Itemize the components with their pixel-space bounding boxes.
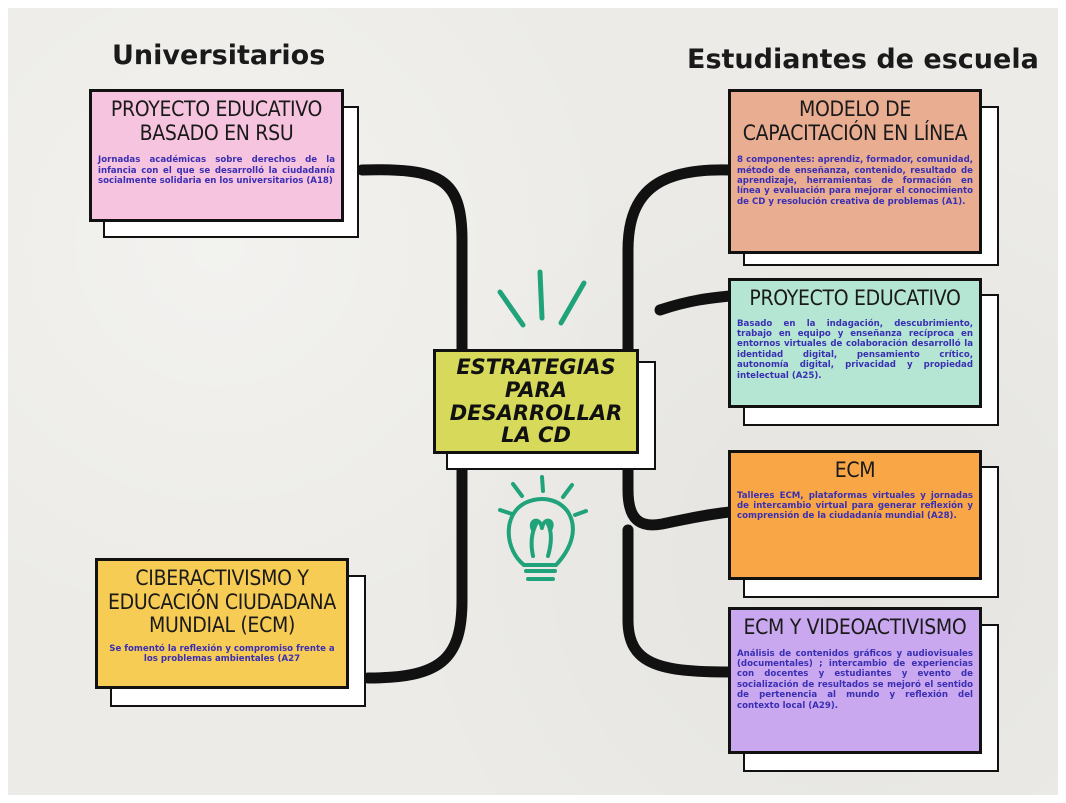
heading-universitarios: Universitarios	[112, 40, 326, 71]
center-title: ESTRATEGIAS PARA DESARROLLAR LA CD	[449, 355, 623, 448]
connector-modelo	[622, 164, 736, 358]
card-body: Basado en la indagación, descubrimiento,…	[737, 318, 973, 381]
connector-proyecto	[654, 290, 736, 316]
card-title: PROYECTO EDUCATIVO	[749, 286, 961, 310]
connector-rsu	[356, 164, 468, 356]
center-topic: ESTRATEGIAS PARA DESARROLLAR LA CD	[433, 349, 639, 454]
card-modelo-capacitacion: MODELO DE CAPACITACIÓN EN LÍNEA 8 compon…	[728, 89, 982, 254]
card-body: Se fomentó la reflexión y compromiso fre…	[109, 643, 335, 665]
card-title: MODELO DE CAPACITACIÓN EN LÍNEA	[742, 97, 968, 145]
card-ciberactivismo: CIBERACTIVISMO Y EDUCACIÓN CIUDADANA MUN…	[95, 558, 349, 689]
card-proyecto-rsu: PROYECTO EDUCATIVO BASADO EN RSU Jornada…	[89, 89, 344, 222]
card-body: Talleres ECM, plataformas virtuales y jo…	[737, 490, 973, 522]
card-title: CIBERACTIVISMO Y EDUCACIÓN CIUDADANA MUN…	[108, 566, 336, 638]
connector-video	[622, 524, 736, 678]
card-title: ECM Y VIDEOACTIVISMO	[743, 615, 967, 639]
connector-ecm	[622, 450, 736, 531]
card-title: PROYECTO EDUCATIVO BASADO EN RSU	[110, 97, 323, 145]
card-body: 8 componentes: aprendiz, formador, comun…	[737, 155, 973, 207]
card-proyecto-educativo: PROYECTO EDUCATIVO Basado en la indagaci…	[728, 278, 982, 408]
sparkle-rays-icon	[497, 269, 587, 328]
card-ecm-videoactivismo: ECM Y VIDEOACTIVISMO Análisis de conteni…	[728, 607, 982, 754]
card-body: Análisis de contenidos gráficos y audiov…	[737, 648, 973, 711]
heading-estudiantes-de-escuela: Estudiantes de escuela	[687, 44, 1039, 75]
card-ecm: ECM Talleres ECM, plataformas virtuales …	[728, 450, 982, 580]
card-title: ECM	[834, 458, 876, 482]
card-body: Jornadas académicas sobre derechos de la…	[98, 155, 335, 186]
connector-ciber	[362, 450, 468, 684]
lightbulb-icon	[498, 475, 588, 581]
